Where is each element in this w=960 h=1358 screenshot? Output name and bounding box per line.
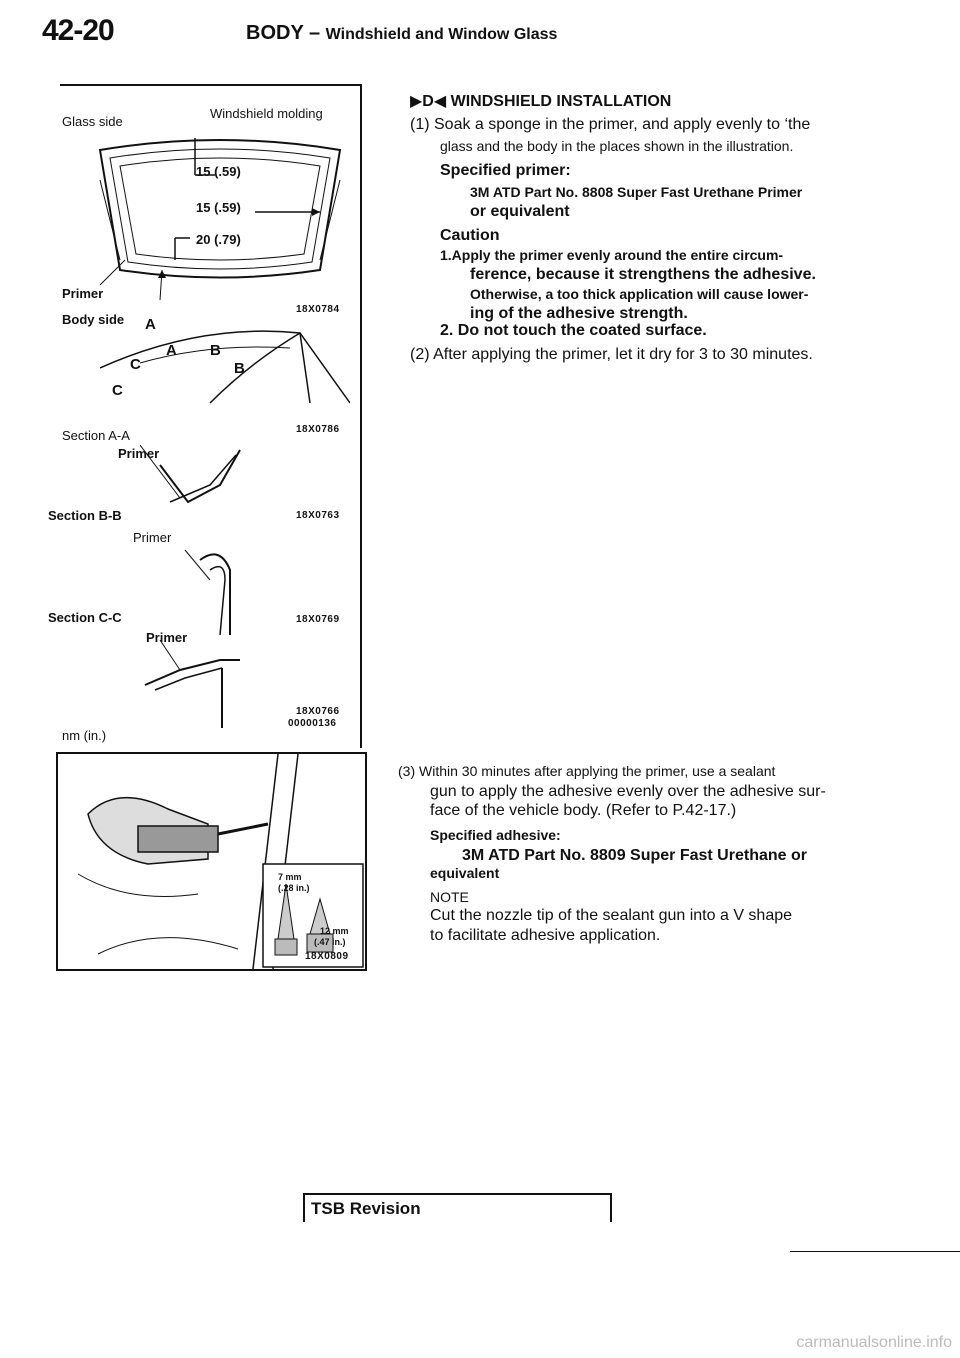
- code-18x0786: 18X0786: [296, 424, 340, 435]
- code-18x0763: 18X0763: [296, 510, 340, 521]
- page-number: 42-20: [42, 14, 115, 47]
- step2: (2) After applying the primer, let it dr…: [410, 346, 813, 363]
- label-primer-1: Primer: [62, 286, 104, 301]
- figure-top-rule: [60, 84, 360, 86]
- code-18x0769: 18X0769: [296, 614, 340, 625]
- label-glass-side: Glass side: [62, 114, 123, 129]
- label-a-1: A: [145, 316, 156, 333]
- dim-12mm-in: (.47 in.): [314, 937, 346, 947]
- section-aa-diagram: [140, 444, 241, 504]
- label-windshield-molding: Windshield molding: [210, 106, 323, 121]
- page-header: BODY – Windshield and Window Glass: [246, 22, 557, 45]
- dim-12mm: 12 mm: [320, 926, 349, 936]
- dim-7mm: 7 mm: [278, 872, 302, 882]
- section-cc-diagram: [144, 640, 240, 728]
- label-c-1: C: [130, 356, 141, 373]
- spec-adhesive-line2: equivalent: [430, 865, 500, 881]
- caution1-line4: ing of the adhesive strength.: [470, 305, 688, 322]
- label-primer-3: Primer: [133, 530, 172, 545]
- windshield-diagram: [98, 138, 342, 300]
- spec-adhesive-label: Specified adhesive:: [430, 827, 561, 843]
- spec-primer-line1: 3M ATD Part No. 8808 Super Fast Urethane…: [470, 184, 803, 200]
- step3-line3: face of the vehicle body. (Refer to P.42…: [430, 802, 737, 819]
- header-section: BODY: [246, 22, 304, 44]
- spec-adhesive-line1: 3M ATD Part No. 8809 Super Fast Urethane…: [462, 847, 807, 864]
- spec-primer-label: Specified primer:: [440, 162, 571, 179]
- caution1-line3: Otherwise, a too thick application will …: [470, 286, 809, 302]
- code-18x0809: 18X0809: [305, 951, 349, 962]
- caution1-line1: 1.Apply the primer evenly around the ent…: [440, 247, 784, 263]
- code-18x0784: 18X0784: [296, 304, 340, 315]
- label-c-2: C: [112, 382, 123, 399]
- caution2: 2. Do not touch the coated surface.: [440, 322, 707, 339]
- header-subsection: Windshield and Window Glass: [325, 26, 558, 43]
- dim-7mm-in: (.28 in.): [278, 883, 310, 893]
- dim-15-top: 15 (.59): [196, 164, 241, 179]
- dim-20: 20 (.79): [196, 232, 241, 247]
- label-body-side: Body side: [62, 312, 125, 327]
- label-b-1: B: [210, 342, 221, 359]
- label-primer-4: Primer: [146, 630, 188, 645]
- tsb-revision-label: TSB Revision: [311, 1199, 421, 1218]
- sealant-gun-illustration: [56, 752, 367, 971]
- section-bb-diagram: [184, 549, 231, 636]
- step1-line2: glass and the body in the places shown i…: [440, 138, 794, 154]
- label-section-aa: Section A-A: [62, 428, 130, 443]
- step3-line2: gun to apply the adhesive evenly over th…: [430, 783, 826, 800]
- body-side-diagram: [100, 330, 350, 404]
- figure-right-rule: [360, 84, 362, 748]
- caution-label: Caution: [440, 227, 500, 244]
- note-line2: to facilitate adhesive application.: [430, 927, 661, 944]
- label-a-2: A: [166, 342, 177, 359]
- spec-primer-line2: or equivalent: [470, 203, 570, 220]
- note-label: NOTE: [430, 889, 469, 905]
- step1-line1: (1) Soak a sponge in the primer, and app…: [410, 116, 811, 133]
- sealant-gun-drawing: [77, 753, 364, 970]
- code-18x0766: 18X0766: [296, 706, 340, 717]
- watermark: carmanualsonline.info: [796, 1334, 952, 1351]
- footer-rule: [790, 1251, 960, 1252]
- caution1-line2: ference, because it strengthens the adhe…: [470, 266, 816, 283]
- dim-15-mid: 15 (.59): [196, 200, 241, 215]
- label-units: nm (in.): [62, 728, 107, 743]
- label-b-2: B: [234, 360, 245, 377]
- note-line1: Cut the nozzle tip of the sealant gun in…: [430, 907, 793, 924]
- step3-line1: (3) Within 30 minutes after applying the…: [398, 763, 776, 779]
- code-00000136: 00000136: [288, 718, 337, 729]
- section-title: ▶D◀ WINDSHIELD INSTALLATION: [410, 93, 672, 110]
- tsb-revision-box: TSB Revision: [303, 1193, 612, 1222]
- label-section-cc: Section C-C: [48, 610, 122, 625]
- header-dash: –: [308, 22, 321, 44]
- label-section-bb: Section B-B: [48, 508, 122, 523]
